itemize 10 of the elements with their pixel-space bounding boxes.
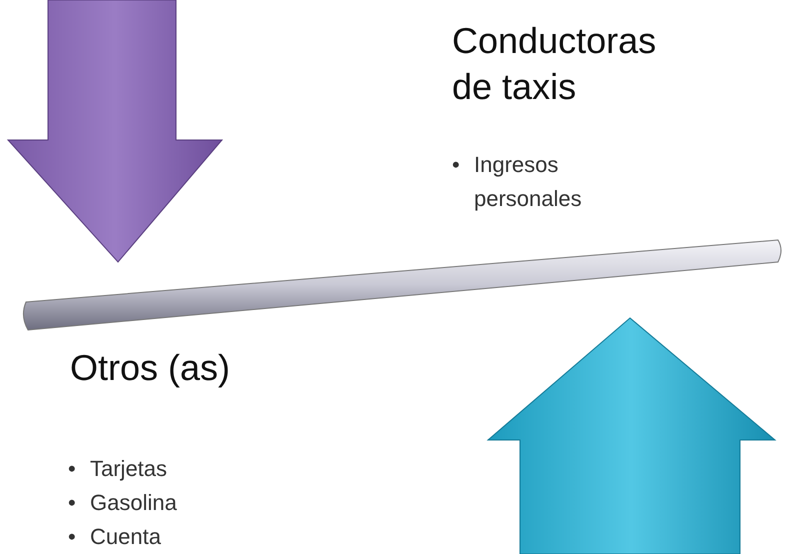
- bullet-marker: •: [452, 151, 460, 179]
- bullet-marker: •: [68, 489, 76, 517]
- heading: Otros (as): [70, 346, 232, 390]
- bullet-marker: •: [68, 523, 76, 551]
- heading: Conductoras de taxis: [452, 19, 658, 109]
- bullet-text: Ingresos personales: [474, 152, 582, 211]
- bullet-text: Tarjetas: [90, 456, 168, 481]
- bullet-text: Gasolina: [90, 490, 177, 515]
- bullet-text: Cuenta: [90, 524, 161, 549]
- bullet-marker: •: [68, 455, 76, 483]
